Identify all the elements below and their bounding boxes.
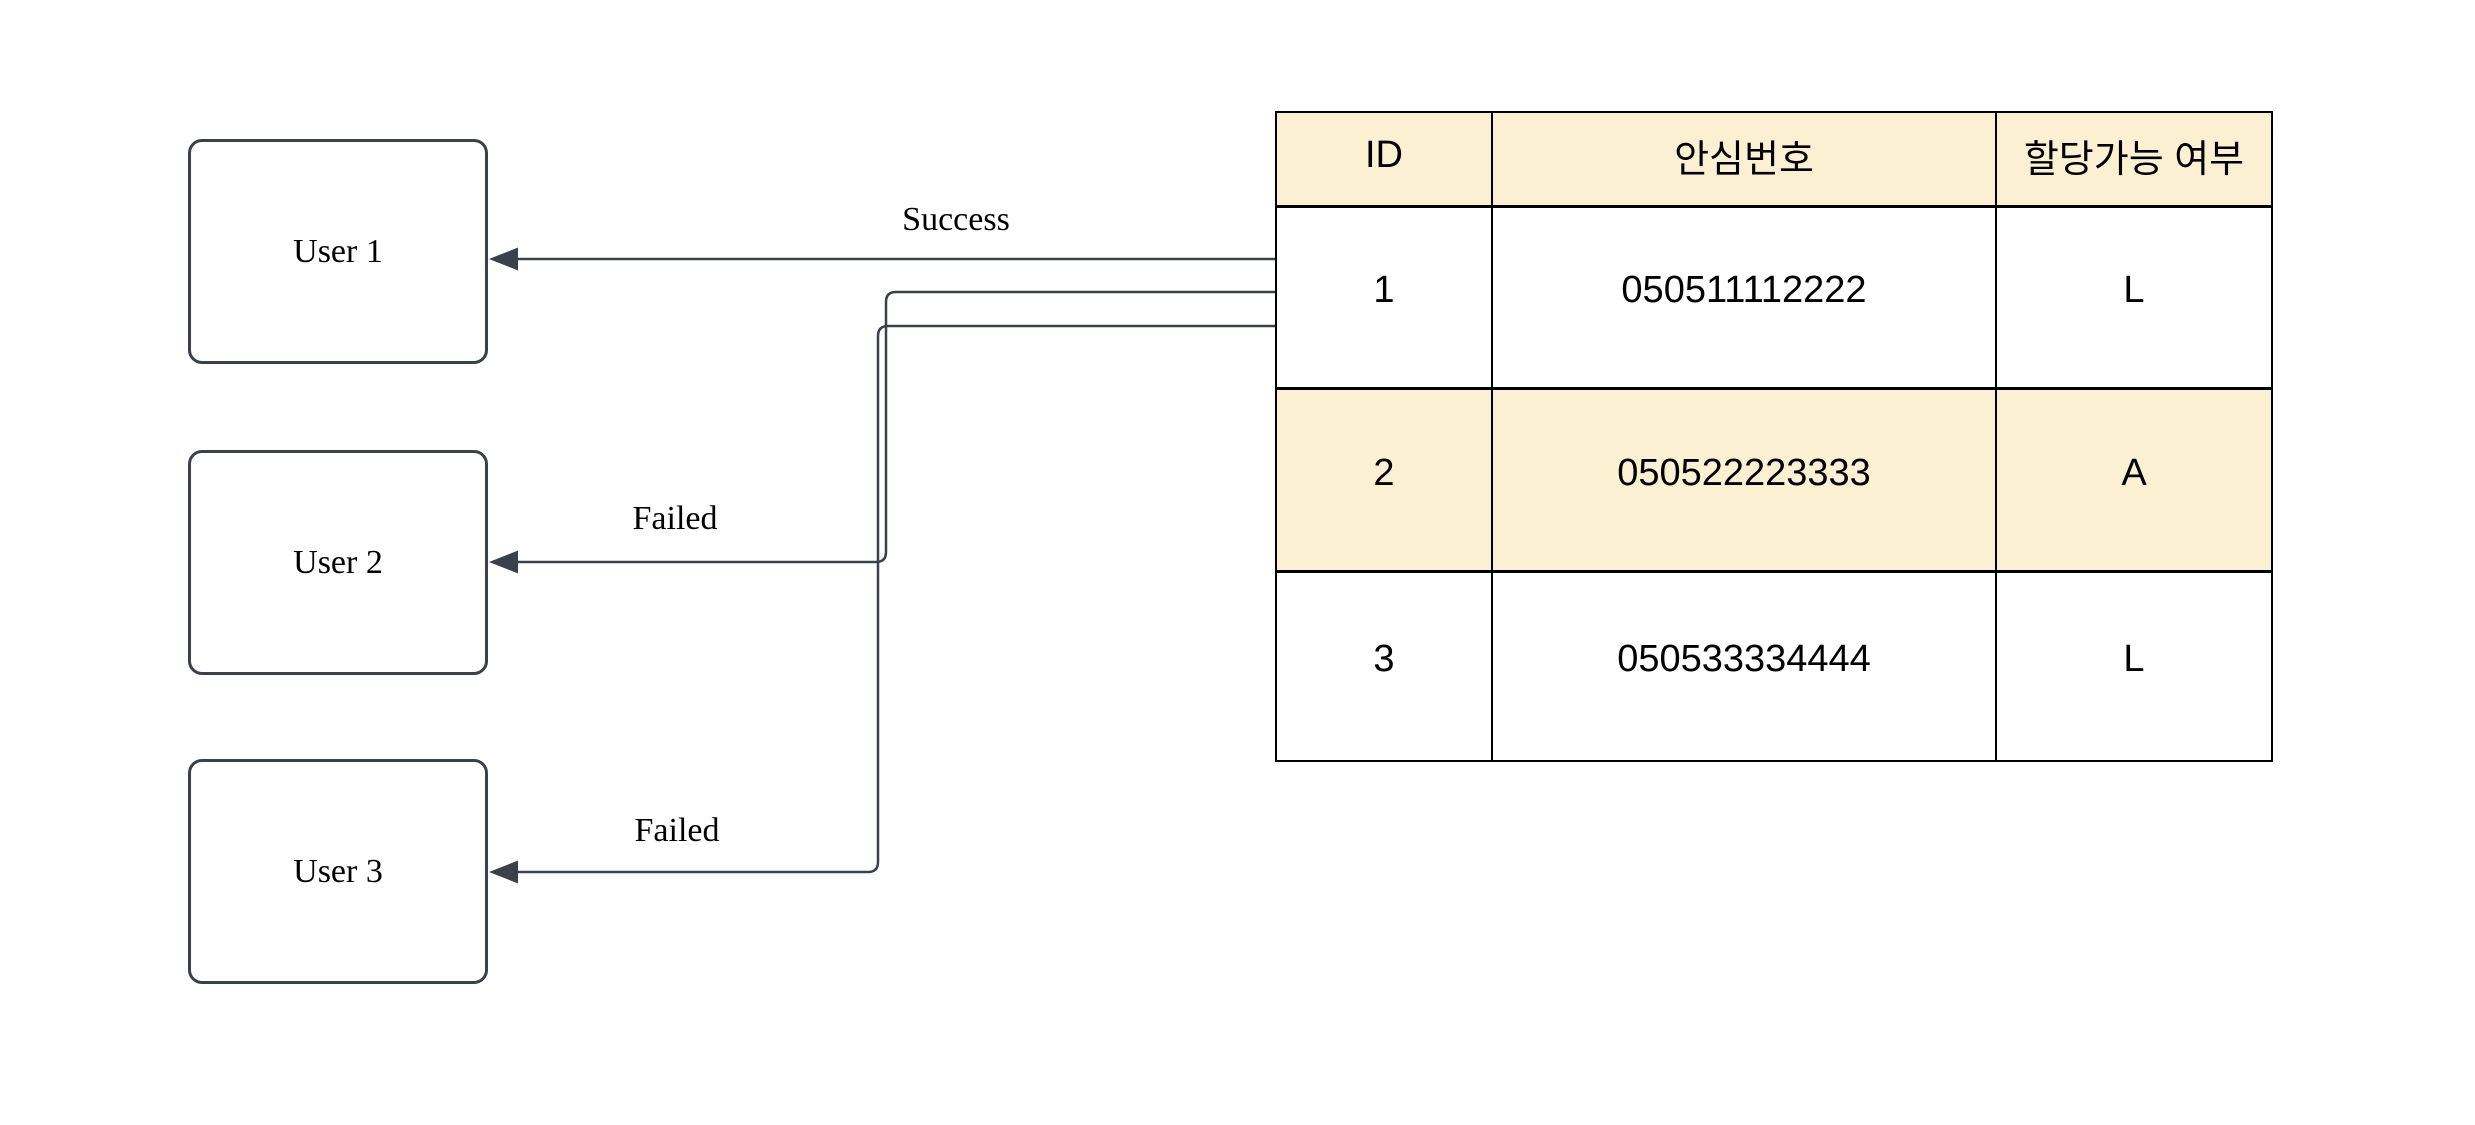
table-cell-row3-number: 050533334444	[1493, 573, 1997, 760]
failed-user3-arrowhead-icon	[489, 860, 518, 884]
table-cell-row2-id: 2	[1277, 390, 1493, 573]
table-cell-row2-number: 050522223333	[1493, 390, 1997, 573]
success-arrowhead-icon	[489, 247, 518, 271]
failed-user2-arrowhead-icon	[489, 550, 518, 574]
table-cell-row1-id: 1	[1277, 208, 1493, 390]
user-2-box: User 2	[188, 450, 488, 675]
failed-edge-label-user2: Failed	[626, 499, 724, 539]
table-cell-row1-number: 050511112222	[1493, 208, 1997, 390]
user-2-label: User 2	[293, 543, 383, 581]
user-3-label: User 3	[293, 852, 383, 890]
table-cell-row1-status: L	[1997, 208, 2271, 390]
table-header-number: 안심번호	[1493, 113, 1997, 208]
table-header-assignable: 할당가능 여부	[1997, 113, 2271, 208]
user-3-box: User 3	[188, 759, 488, 984]
user-1-box: User 1	[188, 139, 488, 364]
number-table: ID 안심번호 할당가능 여부 1 050511112222 L 2 05052…	[1275, 111, 2273, 762]
connector-failed-user3-line	[517, 324, 1275, 874]
table-cell-row3-id: 3	[1277, 573, 1493, 760]
failed-edge-label-user3: Failed	[628, 811, 726, 851]
table-cell-row3-status: L	[2123, 638, 2145, 680]
table-header-id: ID	[1277, 113, 1493, 208]
connector-failed-user2-line	[517, 290, 1275, 564]
user-1-label: User 1	[293, 232, 383, 270]
table-cell-row2-status: A	[1997, 390, 2271, 573]
success-edge-label: Success	[896, 200, 1016, 240]
